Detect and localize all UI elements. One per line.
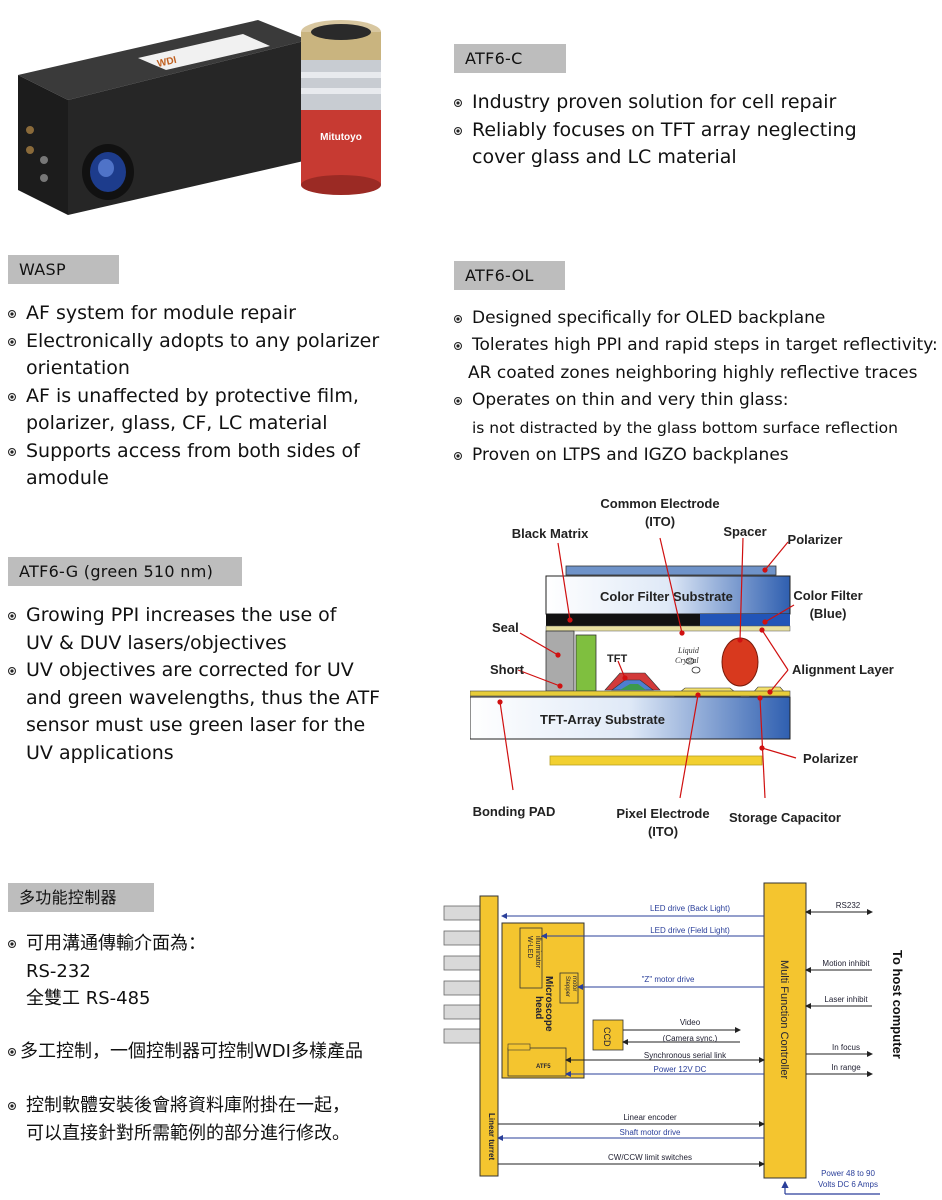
to-host-label: To host computer <box>890 950 905 1059</box>
led-back-label: LED drive (Back Light) <box>650 904 730 913</box>
black-matrix-label: Black Matrix <box>512 526 589 541</box>
power12-label: Power 12V DC <box>654 1065 707 1074</box>
seal-label: Seal <box>492 620 519 635</box>
limit-switches-label: CW/CCW limit switches <box>608 1153 692 1162</box>
power48-label: Power 48 to 90 <box>821 1169 875 1178</box>
list-item: AF system for module repair <box>8 300 428 328</box>
atf6g-tag: ATF6-G (green 510 nm) <box>8 557 242 586</box>
svg-text:head: head <box>533 996 544 1019</box>
liquid-crystal-label: Liquid <box>677 646 700 655</box>
svg-text:(ITO): (ITO) <box>645 514 675 529</box>
common-electrode-label: Common Electrode <box>600 496 719 511</box>
wasp-list: AF system for module repair Electronical… <box>8 300 428 493</box>
wasp-tag: WASP <box>8 255 119 284</box>
atf6c-list: Industry proven solution for cell repair… <box>454 89 924 172</box>
list-item: AF is unaffected by protective film,pola… <box>8 383 428 438</box>
spacer-label: Spacer <box>723 524 766 539</box>
rs232-label: RS232 <box>836 901 861 910</box>
svg-text:illuminator: illuminator <box>534 936 541 969</box>
svg-text:motor: motor <box>571 976 577 991</box>
svg-text:(ITO): (ITO) <box>648 824 678 839</box>
ccd-label: CCD <box>602 1027 612 1047</box>
stepper-label: Stepper <box>564 976 570 997</box>
svg-text:(Blue): (Blue) <box>810 606 847 621</box>
motion-inhibit-label: Motion inhibit <box>822 959 870 968</box>
lcd-cross-section-diagram: Color Filter Substrate TFT-Array Substra… <box>470 496 894 839</box>
short-label: Short <box>490 662 525 677</box>
camera-sync-label: (Camera sync.) <box>663 1034 718 1043</box>
linear-turret-label: Linear turret <box>487 1113 496 1160</box>
storage-capacitor-label: Storage Capacitor <box>729 810 841 825</box>
list-item: Industry proven solution for cell repair <box>454 89 924 117</box>
pixel-electrode-label: Pixel Electrode <box>616 806 709 821</box>
polarizer-top-label: Polarizer <box>788 532 843 547</box>
list-item: 控制軟體安裝後會將資料庫附掛在一起，可以直接針對所需範例的部分進行修改。 <box>8 1092 438 1147</box>
led-field-label: LED drive (Field Light) <box>650 926 730 935</box>
tft-label: TFT <box>607 653 627 665</box>
list-item: Operates on thin and very thin glass:is … <box>454 387 934 442</box>
mfc-label: Multi Function Controller <box>778 960 790 1080</box>
atf6c-tag: ATF6-C <box>454 44 566 73</box>
shaft-motor-label: Shaft motor drive <box>620 1128 681 1137</box>
list-item: Proven on LTPS and IGZO backplanes <box>454 442 934 469</box>
atf6ol-list: Designed specifically for OLED backplane… <box>454 305 938 469</box>
svg-text:Volts DC 6 Amps: Volts DC 6 Amps <box>818 1180 878 1189</box>
z-motor-label: "Z" motor drive <box>642 975 695 984</box>
lens-brand: Mitutoyo <box>320 132 362 143</box>
controller-tag: 多功能控制器 <box>8 883 154 912</box>
controller-block-diagram: Linear turret W-LED illuminator Microsco… <box>443 882 905 1195</box>
atf5-label: ATF5 <box>536 1064 551 1070</box>
alignment-layer-label: Alignment Layer <box>792 662 894 677</box>
list-item: 多工控制，一個控制器可控制WDI多樣產品 <box>8 1038 438 1066</box>
wled-label: W-LED <box>526 936 533 958</box>
photo-brand-label: WDI <box>156 55 178 70</box>
laser-inhibit-label: Laser inhibit <box>824 995 868 1004</box>
bonding-pad-label: Bonding PAD <box>473 804 556 819</box>
color-filter-blue-label: Color Filter <box>793 588 862 603</box>
polarizer-bottom-label: Polarizer <box>803 751 858 766</box>
product-photo: WDI Mitutoyo <box>18 20 381 215</box>
in-range-label: In range <box>831 1063 861 1072</box>
list-item: Designed specifically for OLED backplane <box>454 305 934 332</box>
in-focus-label: In focus <box>832 1043 860 1052</box>
sync-serial-label: Synchronous serial link <box>644 1051 727 1060</box>
tft-substrate-label: TFT-Array Substrate <box>540 712 665 727</box>
svg-text:Crystal: Crystal <box>675 656 699 665</box>
microscope-head-label: Microscope <box>543 976 554 1032</box>
list-item: Tolerates high PPI and rapid steps in ta… <box>454 332 938 387</box>
cf-substrate-label: Color Filter Substrate <box>600 589 733 604</box>
atf6ol-tag: ATF6-OL <box>454 261 565 290</box>
list-item: Reliably focuses on TFT array neglecting… <box>454 117 924 172</box>
video-label: Video <box>680 1018 701 1027</box>
linear-encoder-label: Linear encoder <box>623 1113 677 1122</box>
